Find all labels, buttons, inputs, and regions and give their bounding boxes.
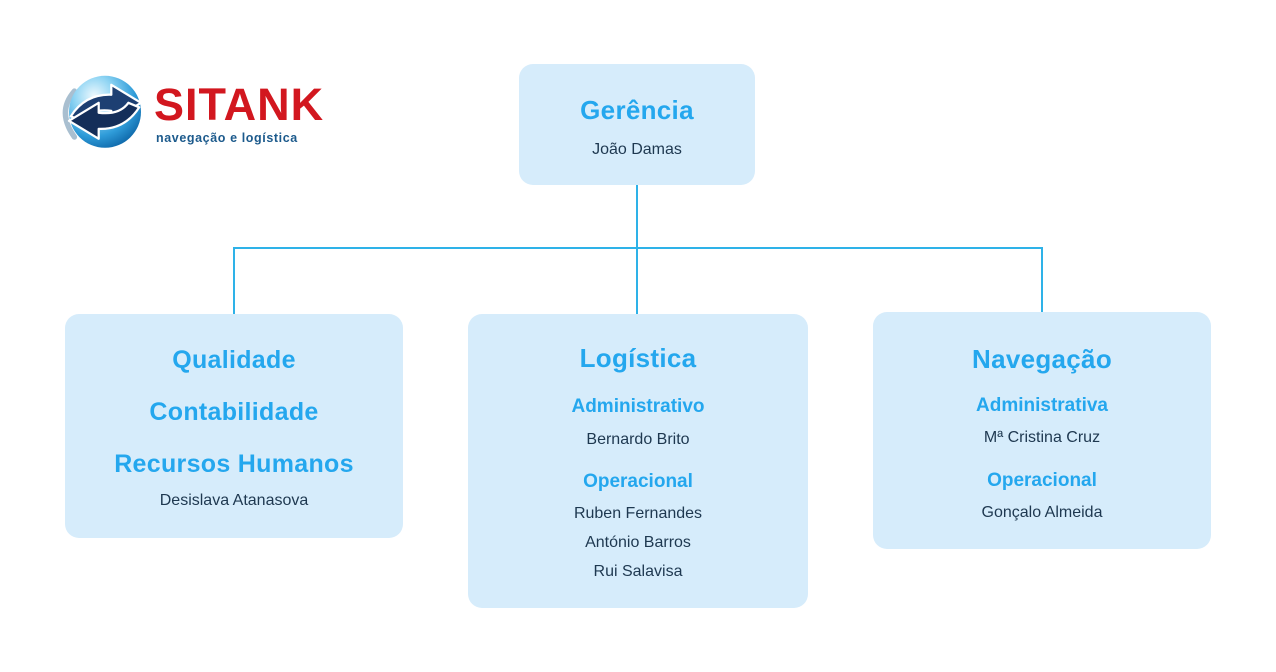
person-name: Rui Salavisa [593,563,683,580]
org-box-navegacao: Navegação Administrativa Mª Cristina Cru… [873,312,1211,549]
logo-text: SITANK navegação e logística [154,82,324,145]
section-label: Operacional [987,470,1097,491]
person-name: Desislava Atanasova [159,492,309,509]
box-title: Navegação [972,344,1112,374]
company-logo: SITANK navegação e logística [60,64,324,156]
person-name: Gonçalo Almeida [981,504,1103,521]
person-name: Ruben Fernandes [573,505,703,522]
section-label: Administrativa [976,395,1108,416]
section-label: Operacional [583,471,693,492]
org-box-qualidade-contabilidade-rh: Qualidade Contabilidade Recursos Humanos… [65,314,403,538]
box-title: Gerência [580,95,694,125]
connector-middle-vertical [636,248,638,315]
section-label: Administrativo [571,396,705,417]
org-box-gerencia: Gerência João Damas [519,64,755,185]
brand-tagline: navegação e logística [156,131,298,145]
globe-with-swirl-arrows-icon [62,75,143,148]
person-name: António Barros [585,534,691,551]
brand-name: SITANK [154,79,325,130]
connector-root-vertical [636,184,638,248]
connector-left-vertical [233,248,235,315]
connector-right-vertical [1041,248,1043,313]
box-title: Logística [579,343,697,373]
person-name: Bernardo Brito [586,431,690,448]
connector-horizontal [233,247,1043,249]
org-box-logistica: Logística Administrativo Bernardo Brito … [468,314,808,608]
box-title: Qualidade [172,346,296,374]
person-name: João Damas [592,141,682,158]
box-title: Contabilidade [149,398,319,426]
box-title: Recursos Humanos [114,450,354,478]
person-name: Mª Cristina Cruz [983,429,1101,446]
